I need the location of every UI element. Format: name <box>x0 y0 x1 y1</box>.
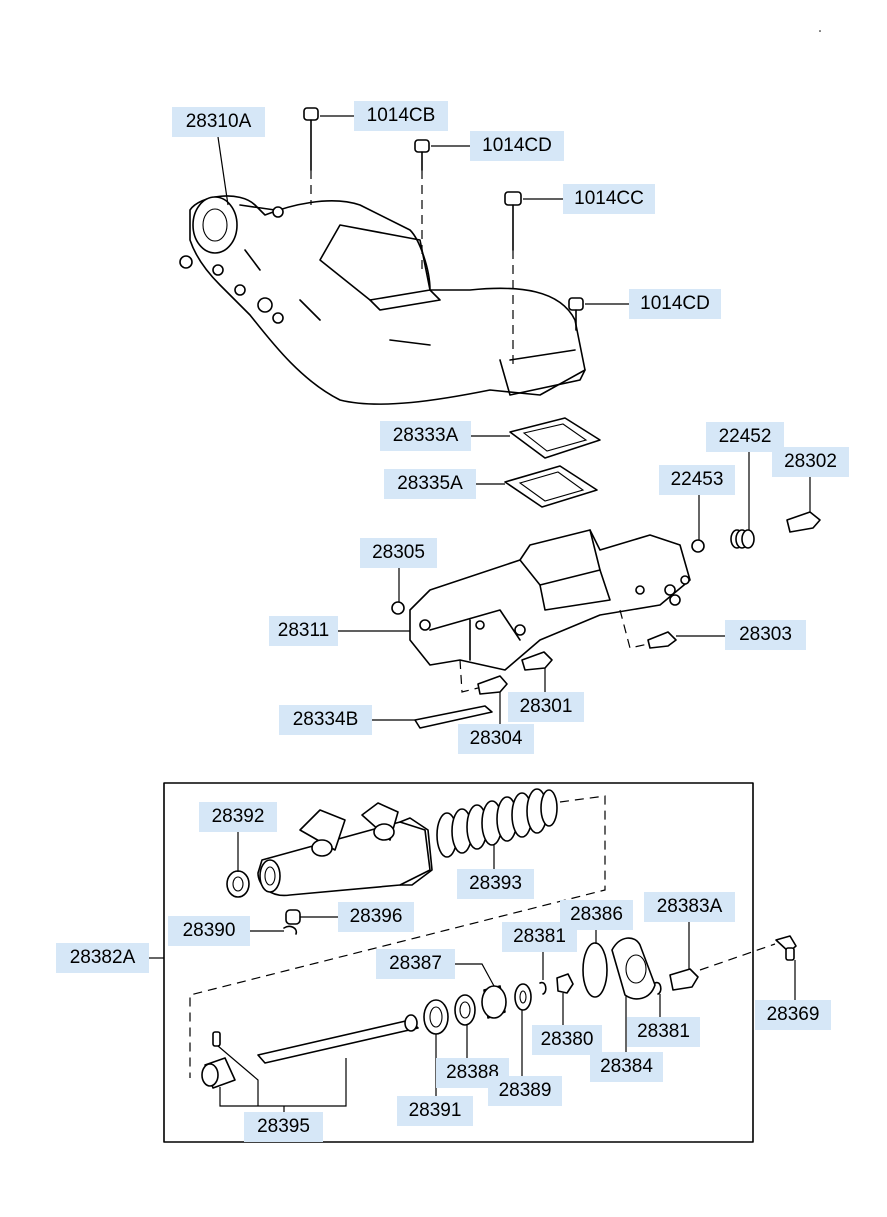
callout-28381-b[interactable]: 28381 <box>627 1017 700 1047</box>
bleeder-28396 <box>285 909 301 925</box>
piston-28388 <box>454 994 476 1026</box>
callout-28305[interactable]: 28305 <box>360 538 437 568</box>
callout-28301[interactable]: 28301 <box>508 692 584 722</box>
callout-28334B[interactable]: 28334B <box>279 705 372 735</box>
piston-28387 <box>481 985 507 1019</box>
bolt-1014CC <box>504 191 522 370</box>
gasket-28333A <box>509 417 601 459</box>
washer-28381-a <box>539 981 547 995</box>
callout-28395[interactable]: 28395 <box>244 1112 323 1142</box>
bolt-28383A <box>669 968 699 991</box>
callout-28380[interactable]: 28380 <box>532 1025 602 1055</box>
callout-28396[interactable]: 28396 <box>338 902 414 932</box>
bolt-28301 <box>521 651 553 671</box>
callout-28311[interactable]: 28311 <box>269 616 338 646</box>
callout-22453[interactable]: 22453 <box>659 465 735 495</box>
boot-28393 <box>436 788 558 858</box>
bolt-28304 <box>459 659 508 695</box>
callout-28303[interactable]: 28303 <box>725 620 806 650</box>
clip-28390 <box>283 925 298 935</box>
assembly-box-28382A <box>163 782 754 1143</box>
spring-seat-28389 <box>514 983 532 1011</box>
cap-28392 <box>226 870 250 898</box>
callout-1014CD-a[interactable]: 1014CD <box>470 131 564 161</box>
callout-28310A[interactable]: 28310A <box>172 107 265 137</box>
intake-manifold-part <box>179 195 586 405</box>
callout-28369[interactable]: 28369 <box>755 1000 831 1030</box>
callout-28390[interactable]: 28390 <box>168 916 250 946</box>
callout-28333A[interactable]: 28333A <box>380 421 471 451</box>
callout-28386[interactable]: 28386 <box>560 900 633 930</box>
nut-28380 <box>556 973 574 994</box>
callout-28387[interactable]: 28387 <box>376 949 455 979</box>
callout-28304[interactable]: 28304 <box>458 724 534 754</box>
seal-28386 <box>582 942 608 998</box>
callout-28383A[interactable]: 28383A <box>644 892 735 922</box>
cover-28384 <box>611 937 656 1000</box>
callout-28384[interactable]: 28384 <box>590 1052 663 1082</box>
callout-28302[interactable]: 28302 <box>772 447 849 477</box>
gasket-28335A <box>504 465 598 508</box>
callout-28392[interactable]: 28392 <box>199 802 277 832</box>
callout-28393[interactable]: 28393 <box>457 869 534 899</box>
plug-28305 <box>391 601 405 615</box>
union-28369 <box>775 935 797 961</box>
callout-28391[interactable]: 28391 <box>397 1096 473 1126</box>
callout-28335A[interactable]: 28335A <box>384 469 476 499</box>
callout-1014CC[interactable]: 1014CC <box>563 184 655 214</box>
lower-intake-28311 <box>409 529 691 671</box>
gasket-28334B <box>414 705 493 729</box>
pushrod-28395 <box>201 1014 419 1089</box>
callout-22452[interactable]: 22452 <box>706 422 784 452</box>
plug-22453 <box>691 539 705 553</box>
bolt-28303 <box>619 609 677 649</box>
cup-28391 <box>423 999 449 1035</box>
callout-1014CB[interactable]: 1014CB <box>354 101 448 131</box>
callout-28382A[interactable]: 28382A <box>56 943 149 973</box>
bolt-1014CD-b <box>568 297 584 331</box>
bolt-1014CD-a <box>414 139 430 275</box>
callout-1014CD-b[interactable]: 1014CD <box>629 289 721 319</box>
callout-28381-a[interactable]: 28381 <box>502 922 577 952</box>
callout-28389[interactable]: 28389 <box>488 1076 562 1106</box>
bolt-28302 <box>786 511 821 533</box>
bolt-1014CB <box>303 107 319 205</box>
washer-22452 <box>730 529 755 549</box>
washer-28381-b <box>654 981 662 995</box>
cylinder-body <box>257 802 433 897</box>
